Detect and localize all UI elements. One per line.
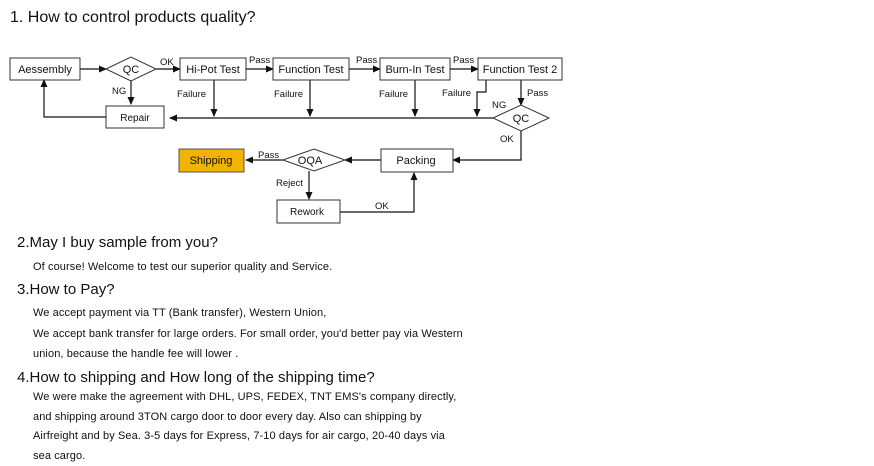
section-4-answer-line: Airfreight and by Sea. 3-5 days for Expr… bbox=[33, 430, 445, 442]
shipping-label: Shipping bbox=[190, 155, 233, 167]
function-test-label: Function Test bbox=[278, 64, 343, 76]
quality-control-flowchart: Aessembly QC Hi-Pot Test Function Test B… bbox=[9, 55, 563, 224]
shipping-box bbox=[178, 148, 245, 173]
oqa-decision-diamond bbox=[281, 148, 347, 172]
section-4-answer-line: We were make the agreement with DHL, UPS… bbox=[33, 391, 457, 403]
repair-label: Repair bbox=[120, 113, 150, 124]
oqa-label: OQA bbox=[298, 155, 323, 167]
section-4-answer-line: sea cargo. bbox=[33, 450, 86, 462]
qc-final-label: QC bbox=[513, 113, 530, 125]
ok-edge-label: OK bbox=[500, 134, 514, 145]
pass-edge-label: Pass bbox=[527, 88, 548, 99]
function-test-box bbox=[272, 57, 350, 81]
section-4-heading: 4.How to shipping and How long of the sh… bbox=[17, 369, 375, 386]
qc-decision-diamond bbox=[104, 56, 158, 82]
ng-edge-label: NG bbox=[492, 100, 506, 111]
qc-label: QC bbox=[123, 64, 140, 76]
ok-edge-label: OK bbox=[160, 57, 174, 68]
burn-in-test-label: Burn-In Test bbox=[385, 64, 444, 76]
failure-edge-label: Failure bbox=[442, 88, 471, 99]
section-3-answer-line: We accept bank transfer for large orders… bbox=[33, 328, 463, 340]
hipot-test-label: Hi-Pot Test bbox=[186, 64, 240, 76]
failure-edge-label: Failure bbox=[177, 89, 206, 100]
reject-edge-label: Reject bbox=[276, 178, 303, 189]
section-2-answer: Of course! Welcome to test our superior … bbox=[33, 261, 333, 273]
pass-edge-label: Pass bbox=[356, 55, 377, 66]
assembly-box bbox=[9, 57, 81, 81]
section-3-answer-line: We accept payment via TT (Bank transfer)… bbox=[33, 307, 327, 319]
packing-box bbox=[380, 148, 454, 173]
function-test-2-box bbox=[477, 57, 563, 81]
burn-in-test-box bbox=[379, 57, 451, 81]
ng-edge-label: NG bbox=[112, 86, 126, 97]
section-3-answer-line: union, because the handle fee will lower… bbox=[33, 348, 239, 360]
function-test-2-label: Function Test 2 bbox=[483, 64, 557, 76]
pass-edge-label: Pass bbox=[249, 55, 270, 66]
qc-final-decision-diamond bbox=[491, 104, 551, 132]
rework-box bbox=[276, 199, 341, 224]
pass-edge-label: Pass bbox=[258, 150, 279, 161]
ok-edge-label: OK bbox=[375, 201, 389, 212]
failure-edge-label: Failure bbox=[379, 89, 408, 100]
section-2-heading: 2.May I buy sample from you? bbox=[17, 234, 218, 251]
repair-box bbox=[105, 105, 165, 129]
hipot-test-box bbox=[179, 57, 247, 81]
section-1-heading: 1. How to control products quality? bbox=[10, 9, 256, 26]
packing-label: Packing bbox=[396, 155, 435, 167]
failure-edge-label: Failure bbox=[274, 89, 303, 100]
rework-label: Rework bbox=[290, 207, 325, 218]
pass-edge-label: Pass bbox=[453, 55, 474, 66]
section-3-heading: 3.How to Pay? bbox=[17, 281, 115, 298]
section-4-answer-line: and shipping around 3TON cargo door to d… bbox=[33, 411, 422, 423]
assembly-label: Aessembly bbox=[18, 64, 72, 76]
